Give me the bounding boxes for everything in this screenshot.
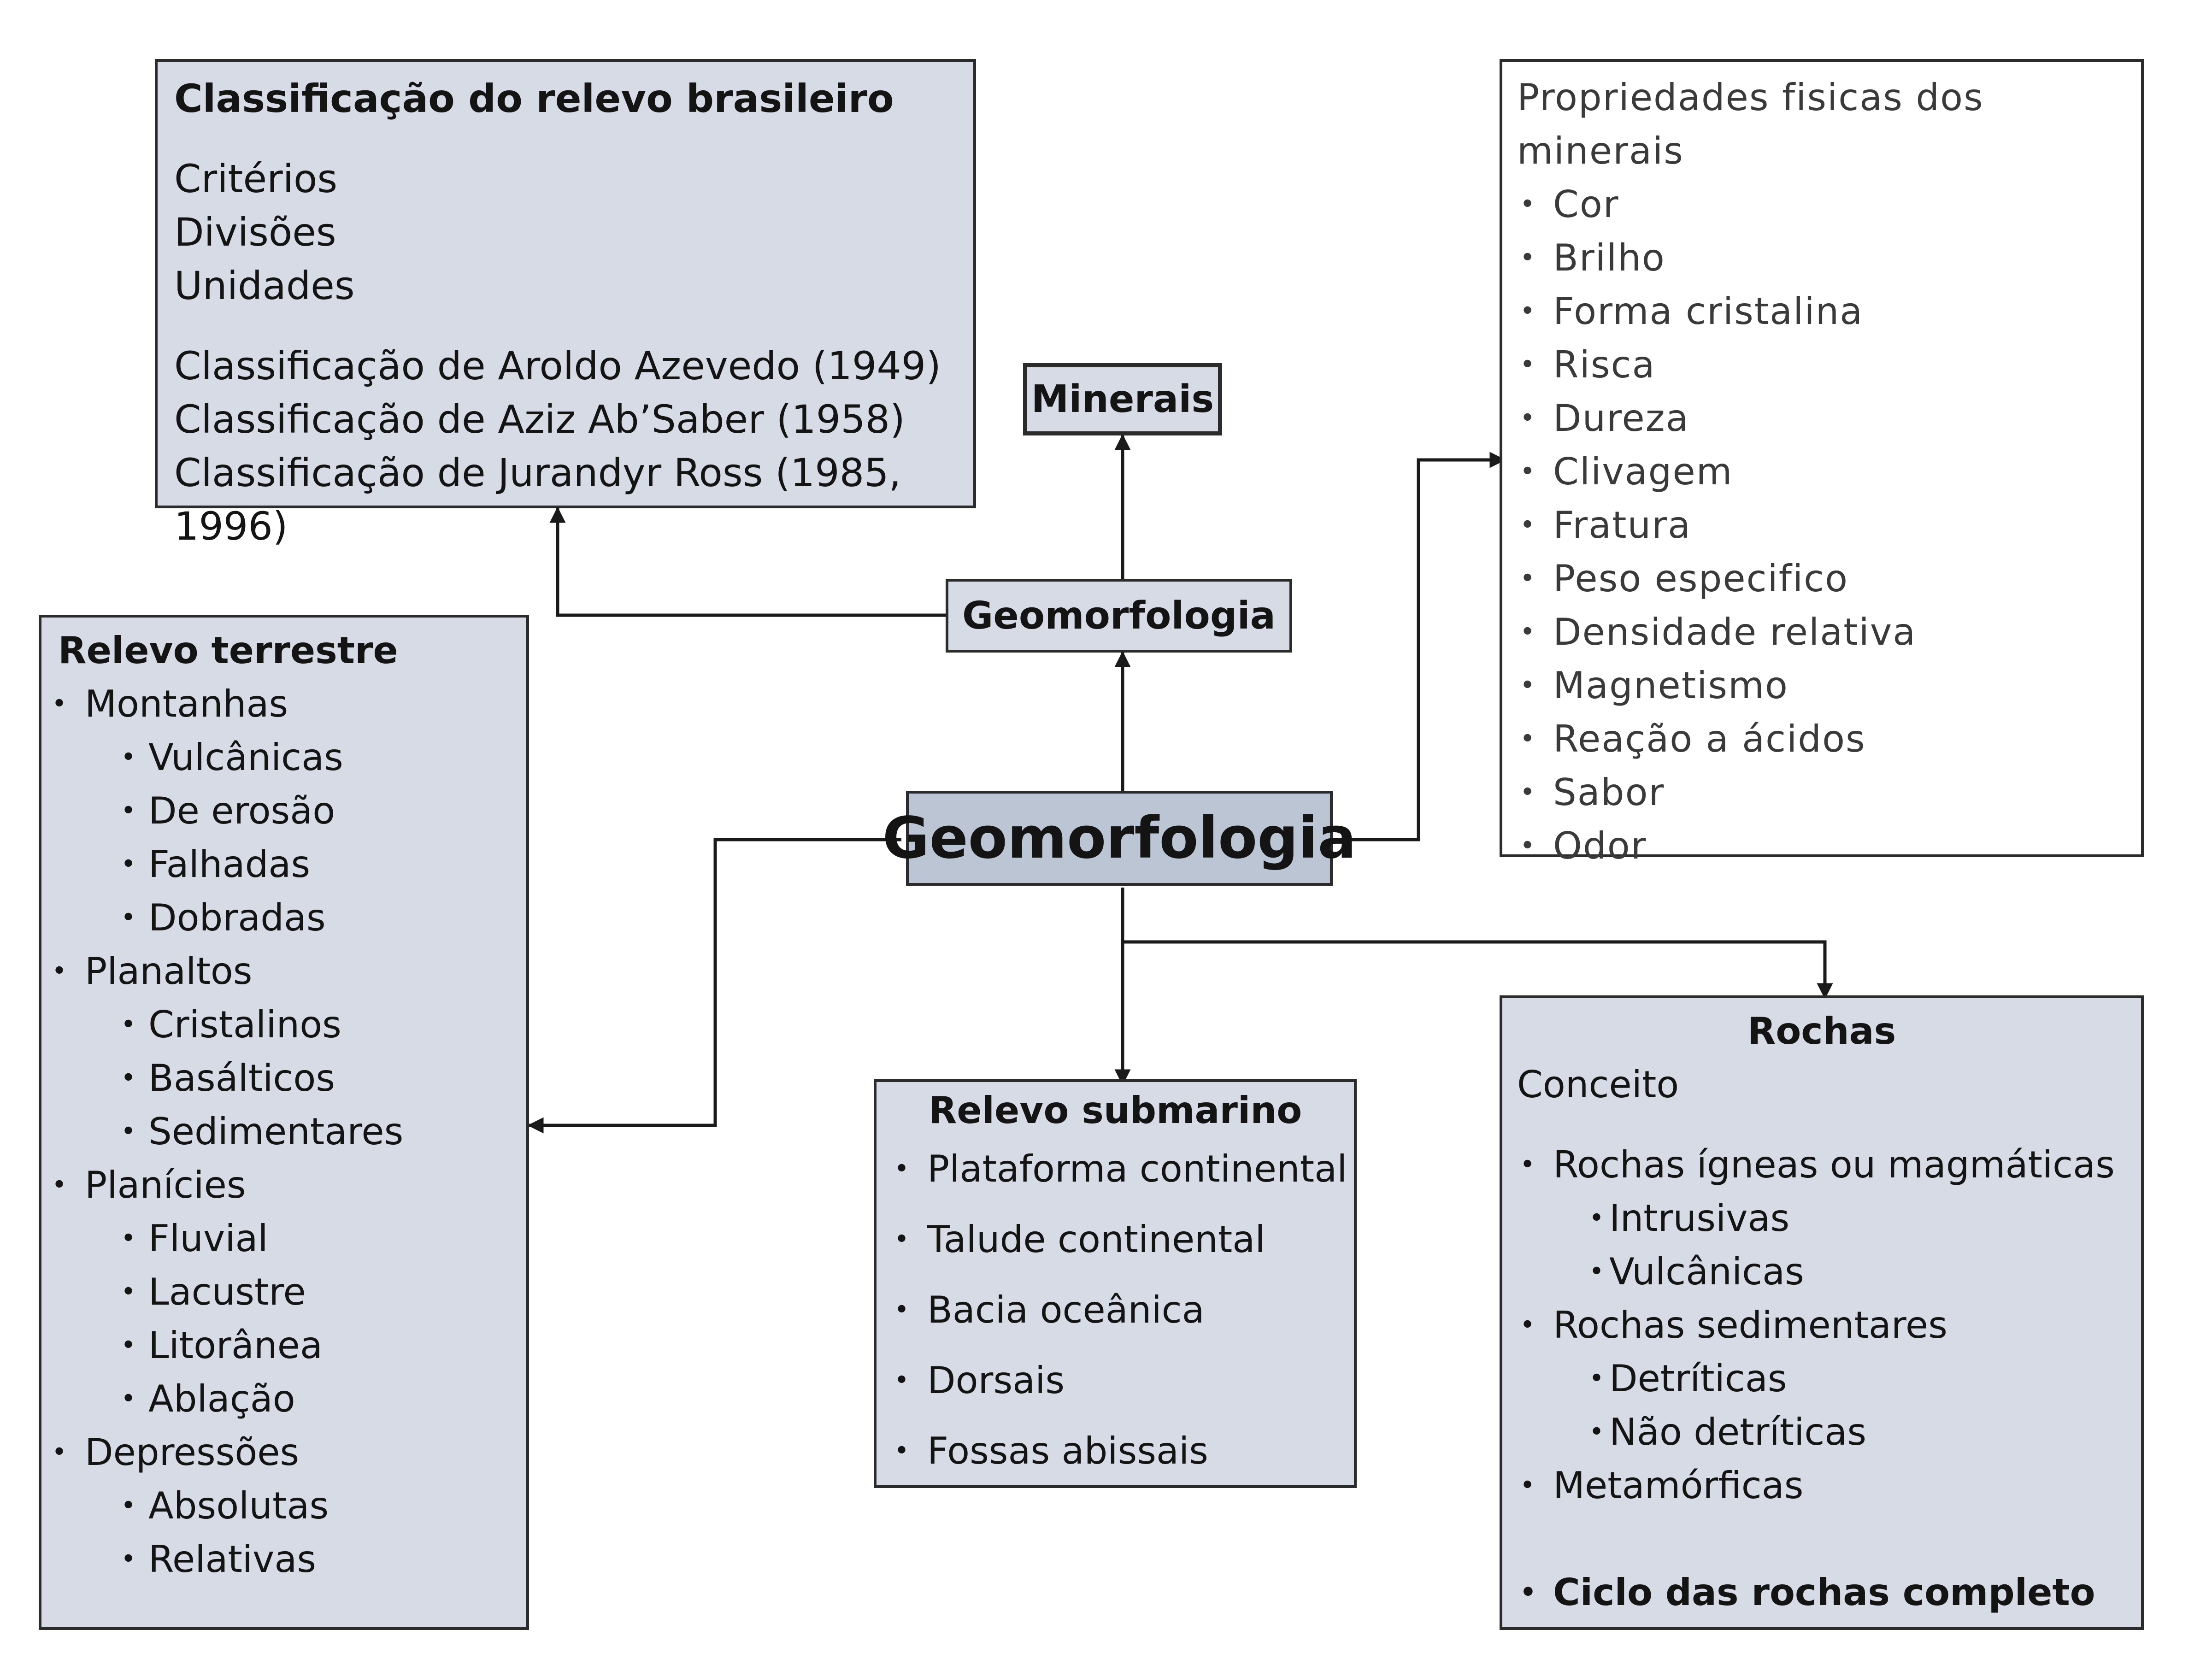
center-node: Geomorfologia: [882, 791, 1356, 886]
relevo-subitem: Basálticos: [49, 1052, 526, 1105]
relevo-submarino-title: Relevo submarino: [928, 1089, 1302, 1132]
relevo-terrestre-title: Relevo terrestre: [58, 629, 398, 672]
submarino-item: Fossas abissais: [891, 1416, 1354, 1486]
submarino-item: Plataforma continental: [891, 1134, 1354, 1204]
geomorfologia-small-label: Geomorfologia: [962, 594, 1276, 638]
classificacao-author: Classificação de Aroldo Azevedo (1949): [174, 343, 941, 388]
propriedade-item: Peso especifico: [1517, 552, 2141, 606]
propriedade-item: Sabor: [1517, 766, 2141, 819]
relevo-subitem: Dobradas: [49, 891, 526, 945]
propriedades-list: Cor Brilho Forma cristalina Risca Dureza…: [1517, 178, 2141, 873]
relevo-subitem: Ablação: [49, 1372, 526, 1426]
rochas-subitem: Intrusivas: [1517, 1192, 2141, 1245]
classificacao-author: Classificação de Jurandyr Ross (1985, 19…: [174, 450, 901, 549]
classificacao-author: Classificação de Aziz Ab’Saber (1958): [174, 397, 905, 442]
propriedades-box: Propriedades fisicas dos minerais Cor Br…: [1500, 59, 2144, 873]
rochas-title: Rochas: [1747, 1010, 1896, 1053]
relevo-group: Planícies: [49, 1159, 526, 1212]
classificacao-item: Unidades: [174, 263, 355, 308]
classificacao-item: Critérios: [174, 156, 338, 201]
submarino-item: Dorsais: [891, 1345, 1354, 1416]
propriedade-item: Forma cristalina: [1517, 285, 2141, 338]
relevo-subitem: Cristalinos: [49, 998, 526, 1052]
geomorfologia-small-box: Geomorfologia: [946, 579, 1292, 653]
propriedade-item: Odor: [1517, 819, 2141, 873]
propriedade-item: Brilho: [1517, 231, 2141, 285]
propriedade-item: Risca: [1517, 338, 2141, 392]
arrow-to-propriedades: [1335, 452, 1506, 841]
minerais-label: Minerais: [1031, 377, 1214, 421]
rochas-list: Rochas ígneas ou magmáticas Intrusivas V…: [1517, 1138, 2141, 1619]
rochas-box: Rochas Conceito Rochas ígneas ou magmáti…: [1500, 995, 2144, 1630]
rochas-ciclo: Ciclo das rochas completo: [1517, 1566, 2141, 1619]
relevo-group: Planaltos: [49, 945, 526, 998]
relevo-subitem: Litorânea: [49, 1319, 526, 1372]
propriedade-item: Magnetismo: [1517, 659, 2141, 712]
rochas-group: Rochas sedimentares: [1517, 1299, 2141, 1352]
rochas-subitem: Vulcânicas: [1517, 1245, 2141, 1299]
rochas-subitem: Não detríticas: [1517, 1406, 2141, 1459]
rochas-subitem: Detríticas: [1517, 1352, 2141, 1406]
relevo-terrestre-list: Montanhas Vulcânicas De erosão Falhadas …: [49, 677, 526, 1586]
submarino-item: Bacia oceânica: [891, 1275, 1354, 1345]
relevo-submarino-box: Relevo submarino Plataforma continental …: [874, 1079, 1357, 1488]
propriedade-item: Clivagem: [1517, 445, 2141, 499]
classificacao-item: Divisões: [174, 210, 336, 255]
classificacao-title: Classificação do relevo brasileiro: [174, 76, 894, 121]
submarino-item: Talude continental: [891, 1204, 1354, 1275]
arrow-to-classificacao: [549, 506, 948, 617]
propriedade-item: Densidade relativa: [1517, 606, 2141, 659]
relevo-terrestre-box: Relevo terrestre Montanhas Vulcânicas De…: [39, 615, 529, 1630]
relevo-submarino-list: Plataforma continental Talude continenta…: [891, 1134, 1354, 1486]
propriedade-item: Dureza: [1517, 392, 2141, 445]
relevo-subitem: Sedimentares: [49, 1105, 526, 1159]
propriedade-item: Cor: [1517, 178, 2141, 231]
relevo-subitem: De erosão: [49, 784, 526, 838]
rochas-group: Metamórficas: [1517, 1459, 2141, 1512]
relevo-subitem: Relativas: [49, 1533, 526, 1586]
minerais-box: Minerais: [1023, 363, 1222, 435]
rochas-concept: Conceito: [1517, 1063, 1679, 1106]
relevo-subitem: Falhadas: [49, 838, 526, 891]
relevo-group: Depressões: [49, 1426, 526, 1479]
propriedade-item: Fratura: [1517, 499, 2141, 552]
relevo-subitem: Vulcânicas: [49, 731, 526, 784]
center-label: Geomorfologia: [882, 805, 1357, 871]
relevo-subitem: Absolutas: [49, 1479, 526, 1533]
arrow-to-rochas: [1123, 940, 1833, 1000]
propriedades-title: Propriedades fisicas dos minerais: [1517, 76, 1984, 172]
classificacao-box: Classificação do relevo brasileiro Crité…: [155, 59, 976, 549]
rochas-group: Rochas ígneas ou magmáticas: [1517, 1138, 2141, 1192]
relevo-subitem: Fluvial: [49, 1212, 526, 1265]
relevo-subitem: Lacustre: [49, 1265, 526, 1319]
arrow-to-relevo-terrestre: [527, 838, 901, 1134]
propriedade-item: Reação a ácidos: [1517, 712, 2141, 766]
relevo-group: Montanhas: [49, 677, 526, 731]
